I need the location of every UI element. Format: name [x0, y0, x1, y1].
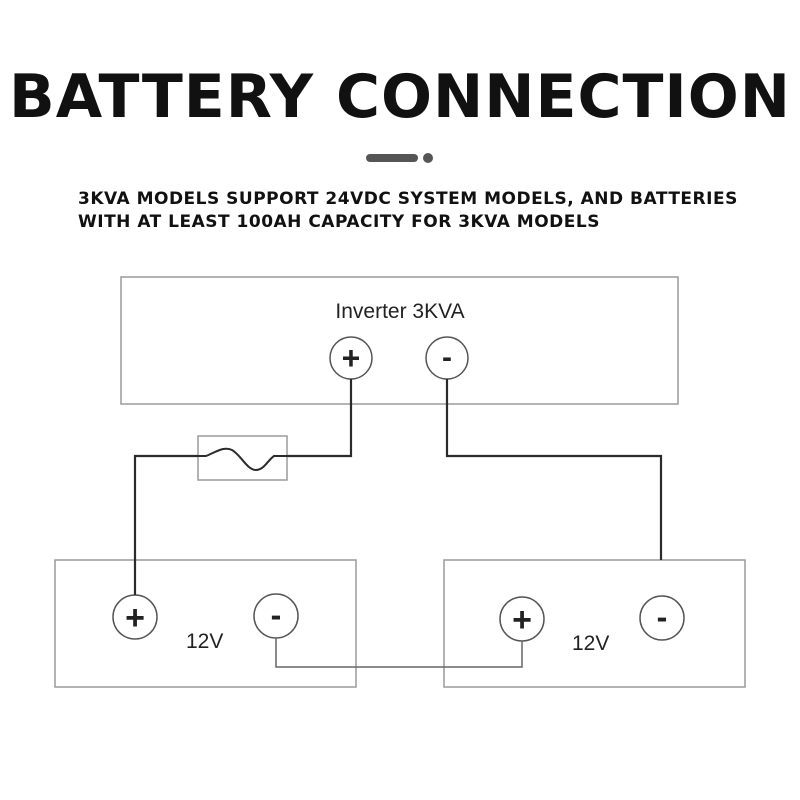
battery-1-box: [54, 559, 357, 688]
inverter-label: Inverter 3KVA: [335, 300, 464, 323]
inverter-positive-symbol: +: [342, 340, 361, 376]
battery-2-negative-terminal: -: [639, 595, 685, 641]
fuse-icon: [197, 435, 288, 481]
battery-1-voltage-label: 12V: [186, 630, 223, 653]
inverter-negative-terminal: -: [425, 336, 469, 380]
battery-2-negative-symbol: -: [657, 599, 668, 635]
inverter-unit: Inverter 3KVA + -: [120, 276, 679, 405]
inverter-box: [120, 276, 679, 405]
subtitle-line-2: WITH AT LEAST 100AH CAPACITY FOR 3KVA MO…: [78, 212, 600, 232]
battery-1-negative-symbol: -: [271, 597, 282, 633]
subtitle: 3KVA MODELS SUPPORT 24VDC SYSTEM MODELS,…: [78, 188, 778, 234]
battery-2-positive-symbol: +: [512, 601, 532, 639]
battery-2: + - 12V: [443, 559, 746, 688]
inverter-negative-symbol: -: [442, 341, 452, 374]
battery-1: + - 12V: [54, 559, 357, 688]
battery-1-negative-terminal: -: [253, 593, 299, 639]
wire-inverter-positive-to-fuse: [287, 379, 353, 458]
wire-inverter-negative-to-battery-2: [445, 379, 663, 560]
subtitle-line-1: 3KVA MODELS SUPPORT 24VDC SYSTEM MODELS,…: [78, 189, 738, 209]
battery-2-positive-terminal: +: [499, 596, 545, 642]
divider-dash: [366, 154, 418, 162]
battery-1-positive-symbol: +: [125, 599, 145, 637]
page-title: BATTERY CONNECTION: [9, 62, 791, 132]
wire-fuse-to-battery-1-positive: [133, 454, 198, 595]
battery-2-voltage-label: 12V: [572, 632, 609, 655]
battery-2-box: [443, 559, 746, 688]
inverter-positive-terminal: +: [329, 336, 373, 380]
divider-dot: [423, 153, 433, 163]
wire-battery-series-link: [275, 638, 523, 668]
wires: [133, 379, 663, 595]
battery-1-positive-terminal: +: [112, 594, 158, 640]
